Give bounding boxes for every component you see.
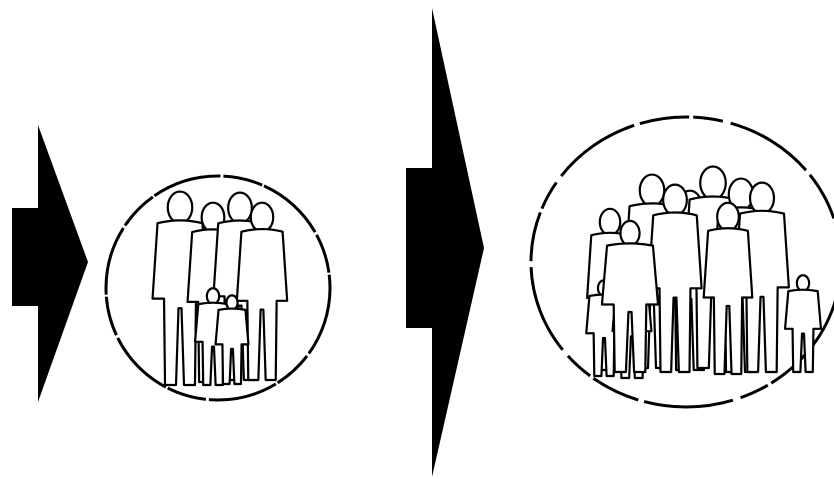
- large-figures: [586, 167, 821, 379]
- large-family-group: [531, 117, 834, 407]
- arrow-small-icon: [12, 125, 88, 402]
- arrow-large-icon: [406, 8, 484, 477]
- small-family-group: [106, 176, 330, 400]
- small-figures: [153, 192, 288, 385]
